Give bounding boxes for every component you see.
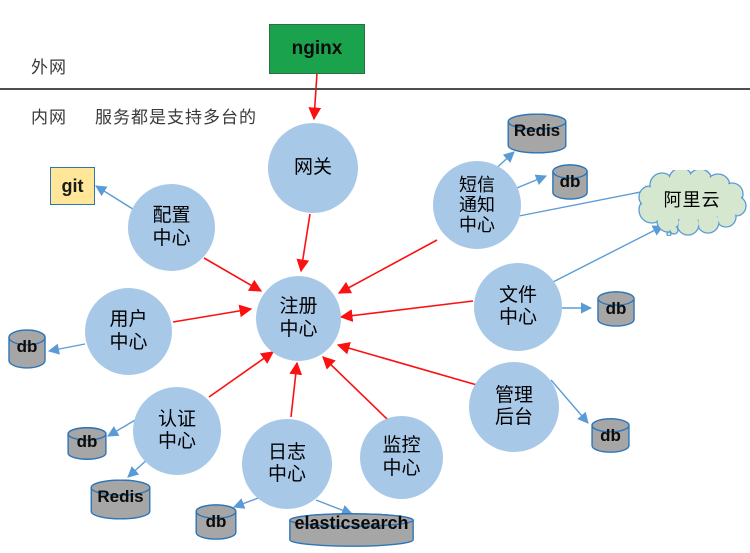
cylinder-icon	[505, 112, 569, 155]
arrow-sms-to-registry	[337, 239, 438, 294]
arrow-admin-to-registry	[336, 342, 478, 386]
inner-network-label: 内网	[31, 108, 67, 127]
arrow-file-to-registry	[339, 300, 474, 322]
arrow-sms-to-aliyun	[518, 185, 658, 217]
arrow-user-to-db	[47, 343, 86, 355]
db-cylinder-sms: db	[551, 163, 589, 201]
outer-network-label: 外网	[31, 58, 67, 77]
cylinder-icon	[194, 503, 238, 541]
cloud-icon	[638, 170, 747, 236]
arrow-log-to-db	[232, 496, 262, 509]
arrow-nginx-to-gateway	[308, 72, 322, 121]
arrow-monitor-to-registry	[322, 356, 388, 420]
multi-instance-note: 服务都是支持多台的	[95, 108, 257, 127]
arrow-auth-to-registry	[208, 351, 275, 398]
arrow-log-to-elasticsearch	[315, 499, 354, 516]
db-cylinder-admin: db	[590, 417, 631, 454]
arrow-auth-to-db	[107, 418, 138, 437]
redis-cylinder-sms: Redis	[505, 112, 569, 155]
db-cylinder-user: db	[7, 328, 47, 370]
cylinder-icon	[551, 163, 589, 201]
sms-notify-center-service: 短信 通知 中心	[433, 161, 521, 249]
db-cylinder-auth: db	[66, 426, 108, 461]
cylinder-icon	[66, 426, 108, 461]
network-boundary-line	[0, 88, 750, 90]
gateway-service: 网关	[268, 123, 358, 213]
cylinder-icon	[88, 478, 153, 521]
cylinder-icon	[7, 328, 47, 370]
cylinder-icon	[283, 512, 420, 548]
git-box: git	[50, 167, 95, 205]
arrow-admin-to-db	[550, 379, 589, 424]
auth-center-service: 认证 中心	[133, 387, 221, 475]
arrow-config-to-git	[95, 185, 137, 212]
nginx-box: nginx	[269, 24, 365, 74]
arrow-config-to-registry	[203, 257, 263, 292]
user-center-service: 用户 中心	[85, 288, 172, 375]
monitor-center-service: 监控 中心	[360, 416, 443, 499]
file-center-service: 文件 中心	[474, 263, 562, 351]
redis-cylinder-auth: Redis	[88, 478, 153, 521]
admin-backend-service: 管理 后台	[469, 362, 559, 452]
elasticsearch-cylinder: elasticsearch	[283, 512, 420, 548]
arrow-log-to-registry	[289, 361, 303, 418]
db-cylinder-log: db	[194, 503, 238, 541]
config-center-service: 配置 中心	[128, 184, 215, 271]
cylinder-icon	[596, 290, 636, 328]
aliyun-cloud: 阿里云	[636, 170, 748, 236]
registry-center-service: 注册 中心	[256, 276, 341, 361]
cylinder-icon	[590, 417, 631, 454]
log-center-service: 日志 中心	[242, 419, 332, 509]
arrow-gateway-to-registry	[296, 213, 311, 273]
db-cylinder-file: db	[596, 290, 636, 328]
arrow-user-to-registry	[172, 304, 253, 323]
arrow-file-to-aliyun	[550, 225, 664, 284]
